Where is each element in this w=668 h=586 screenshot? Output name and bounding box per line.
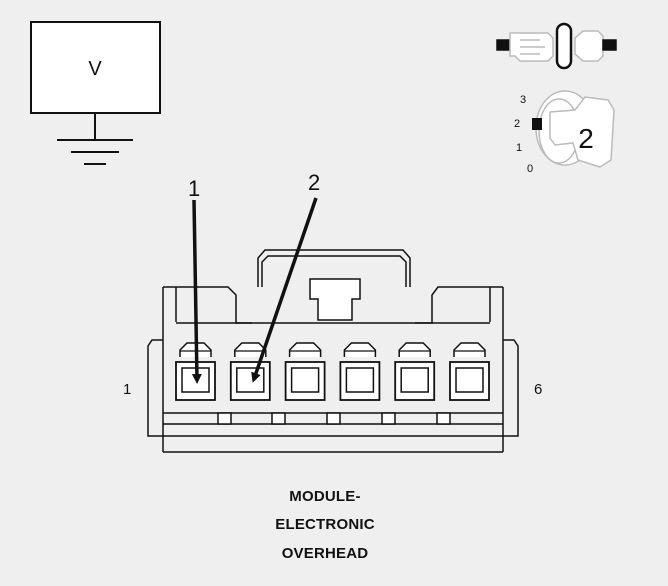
ground-icon (57, 139, 133, 165)
voltmeter-symbol: V (30, 21, 161, 165)
callout-1-arrow (191, 199, 202, 384)
key-position-3: 3 (520, 94, 526, 106)
connector-body (147, 249, 519, 453)
connector-mate-icon (496, 22, 617, 70)
callout-2: 2 (251, 170, 320, 383)
key-position-2: 2 (514, 118, 520, 130)
voltmeter-label: V (88, 58, 102, 80)
pin-cavity-3 (284, 342, 326, 401)
pin-cavity-row (175, 342, 490, 401)
pin-cavity-5 (394, 342, 436, 401)
connector-end-label-left: 1 (123, 381, 131, 398)
caption-line-1: MODULE- (289, 488, 361, 505)
key-position-0: 0 (527, 163, 533, 175)
caption-line-3: OVERHEAD (281, 545, 369, 562)
ignition-key-icon: 3 2 1 0 2 (514, 90, 615, 175)
callout-1-label: 1 (188, 176, 200, 201)
caption-line-2: ELECTRONIC (275, 516, 375, 533)
pin-cavity-6 (449, 342, 490, 401)
connector-end-label-right: 6 (534, 381, 542, 398)
callout-2-label: 2 (308, 170, 320, 195)
key-position-1: 1 (516, 142, 522, 154)
callout-1: 1 (188, 176, 202, 384)
pin-cavity-4 (339, 342, 381, 401)
callout-2-arrow (251, 197, 318, 383)
voltmeter-box (30, 21, 161, 114)
key-selected-position: 2 (578, 123, 594, 154)
